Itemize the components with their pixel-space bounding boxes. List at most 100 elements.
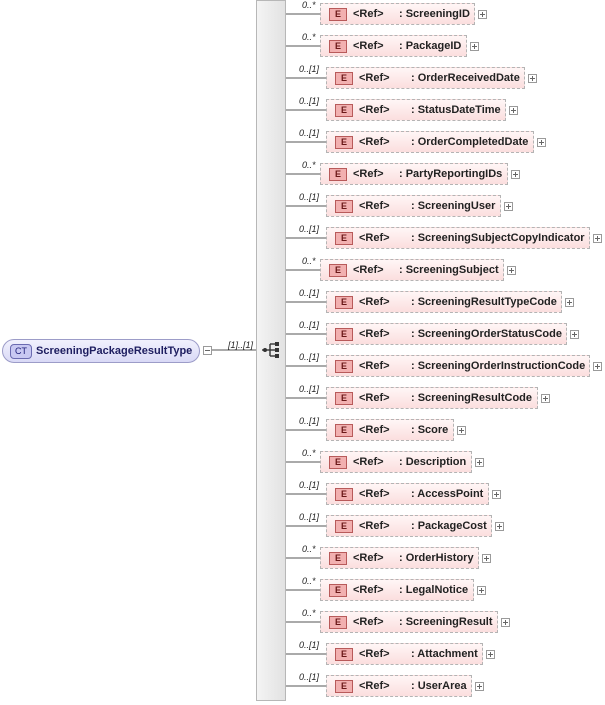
element-name: : ScreeningUser: [411, 200, 496, 212]
expand-icon[interactable]: [475, 458, 484, 467]
occurrence-label: 0..[1]: [299, 352, 320, 362]
element-badge: E: [335, 200, 353, 213]
ref-label: <Ref>: [359, 104, 390, 116]
expand-icon[interactable]: [541, 394, 550, 403]
ref-label: <Ref>: [359, 200, 390, 212]
element-name: : PackageID: [399, 40, 462, 52]
element-ref-node[interactable]: E <Ref> : ScreeningUser: [326, 195, 501, 217]
expand-icon[interactable]: [511, 170, 520, 179]
complex-type-name: ScreeningPackageResultType: [36, 345, 193, 357]
expand-icon[interactable]: [475, 682, 484, 691]
expand-icon[interactable]: [504, 202, 513, 211]
ref-label: <Ref>: [359, 296, 390, 308]
element-ref-node[interactable]: E<Ref>: PartyReportingIDs: [320, 163, 508, 185]
element-badge: E: [329, 616, 347, 629]
ref-label: <Ref>: [353, 8, 384, 20]
ref-label: <Ref>: [353, 168, 384, 180]
element-ref-node[interactable]: E<Ref>: PackageCost: [326, 515, 492, 537]
element-ref-node[interactable]: E<Ref>: AccessPoint: [326, 483, 489, 505]
expand-icon[interactable]: [478, 10, 487, 19]
element-name: : LegalNotice: [399, 584, 469, 596]
expand-icon[interactable]: [565, 298, 574, 307]
element-name: : ScreeningSubject: [399, 264, 499, 276]
collapse-icon[interactable]: [203, 346, 212, 355]
expand-icon[interactable]: [492, 490, 501, 499]
occurrence-label: 0..*: [302, 544, 316, 554]
element-name: : OrderReceivedDate: [411, 72, 520, 84]
element-name: : ScreeningResultTypeCode: [411, 296, 557, 308]
expand-icon[interactable]: [501, 618, 510, 627]
element-name: : PartyReportingIDs: [399, 168, 503, 180]
element-name: : StatusDateTime: [411, 104, 501, 116]
element-ref-node[interactable]: E<Ref>: OrderCompletedDate: [326, 131, 534, 153]
ref-label: <Ref>: [359, 648, 390, 660]
ref-label: <Ref>: [359, 424, 390, 436]
occurrence-label: 0..[1]: [299, 672, 320, 682]
element-name: : ScreeningOrderStatusCode: [411, 328, 562, 340]
expand-icon[interactable]: [495, 522, 504, 531]
ref-label: <Ref>: [359, 72, 390, 84]
occurrence-label: 0..[1]: [299, 288, 320, 298]
element-ref-node[interactable]: E<Ref>: ScreeningOrderStatusCode: [326, 323, 567, 345]
occurrence-label: 0..*: [302, 32, 316, 42]
element-ref-node[interactable]: E<Ref>: Description: [320, 451, 472, 473]
element-ref-node[interactable]: E<Ref>: ScreeningOrderInstructionCode: [326, 355, 590, 377]
element-name: : ScreeningResult: [399, 616, 493, 628]
element-name: : OrderCompletedDate: [411, 136, 529, 148]
element-ref-node[interactable]: E<Ref>: ScreeningResult: [320, 611, 498, 633]
element-name: : Description: [399, 456, 467, 468]
expand-icon[interactable]: [482, 554, 491, 563]
element-ref-node[interactable]: E<Ref>: UserArea: [326, 675, 472, 697]
expand-icon[interactable]: [570, 330, 579, 339]
sequence-compositor-icon[interactable]: [262, 342, 282, 358]
element-ref-node[interactable]: E<Ref>: ScreeningResultTypeCode: [326, 291, 562, 313]
element-badge: E: [329, 264, 347, 277]
element-badge: E: [329, 8, 347, 21]
occurrence-label: 0..[1]: [299, 128, 320, 138]
element-ref-node[interactable]: E <Ref> : ScreeningSubject: [320, 259, 504, 281]
occurrence-label: 0..*: [302, 160, 316, 170]
expand-icon[interactable]: [528, 74, 537, 83]
element-ref-node[interactable]: E<Ref>: OrderHistory: [320, 547, 479, 569]
element-name: : ScreeningOrderInstructionCode: [411, 360, 586, 372]
element-badge: E: [329, 552, 347, 565]
element-badge: E: [335, 360, 353, 373]
element-name: : ScreeningSubjectCopyIndicator: [411, 232, 585, 244]
occurrence-label: 0..[1]: [299, 64, 320, 74]
element-ref-node[interactable]: E<Ref>: ScreeningResultCode: [326, 387, 538, 409]
complex-type-badge: CT: [10, 344, 32, 359]
occurrence-label: 0..*: [302, 256, 316, 266]
expand-icon[interactable]: [470, 42, 479, 51]
expand-icon[interactable]: [457, 426, 466, 435]
element-ref-node[interactable]: E<Ref>: PackageID: [320, 35, 467, 57]
complex-type-node[interactable]: CT ScreeningPackageResultType: [2, 339, 200, 363]
ref-label: <Ref>: [353, 264, 384, 276]
expand-icon[interactable]: [593, 362, 602, 371]
element-name: : Score: [411, 424, 449, 436]
element-ref-node[interactable]: E <Ref> : ScreeningID: [320, 3, 475, 25]
element-ref-node[interactable]: E<Ref>: OrderReceivedDate: [326, 67, 525, 89]
element-ref-node[interactable]: E<Ref>: StatusDateTime: [326, 99, 506, 121]
element-ref-node[interactable]: E<Ref>: ScreeningSubjectCopyIndicator: [326, 227, 590, 249]
ref-label: <Ref>: [353, 456, 384, 468]
element-name: : ScreeningID: [399, 8, 470, 20]
element-name: : AccessPoint: [411, 488, 484, 500]
expand-icon[interactable]: [509, 106, 518, 115]
expand-icon[interactable]: [507, 266, 516, 275]
expand-icon[interactable]: [537, 138, 546, 147]
expand-icon[interactable]: [593, 234, 602, 243]
element-ref-node[interactable]: E<Ref>: Score: [326, 419, 454, 441]
element-name: : OrderHistory: [399, 552, 474, 564]
element-ref-node[interactable]: E<Ref>: Attachment: [326, 643, 483, 665]
element-ref-node[interactable]: E<Ref>: LegalNotice: [320, 579, 474, 601]
occurrence-label: 0..[1]: [299, 224, 320, 234]
expand-icon[interactable]: [486, 650, 495, 659]
element-name: : UserArea: [411, 680, 467, 692]
element-badge: E: [335, 488, 353, 501]
occurrence-label: 0..[1]: [299, 512, 320, 522]
ref-label: <Ref>: [353, 40, 384, 52]
element-badge: E: [335, 392, 353, 405]
expand-icon[interactable]: [477, 586, 486, 595]
